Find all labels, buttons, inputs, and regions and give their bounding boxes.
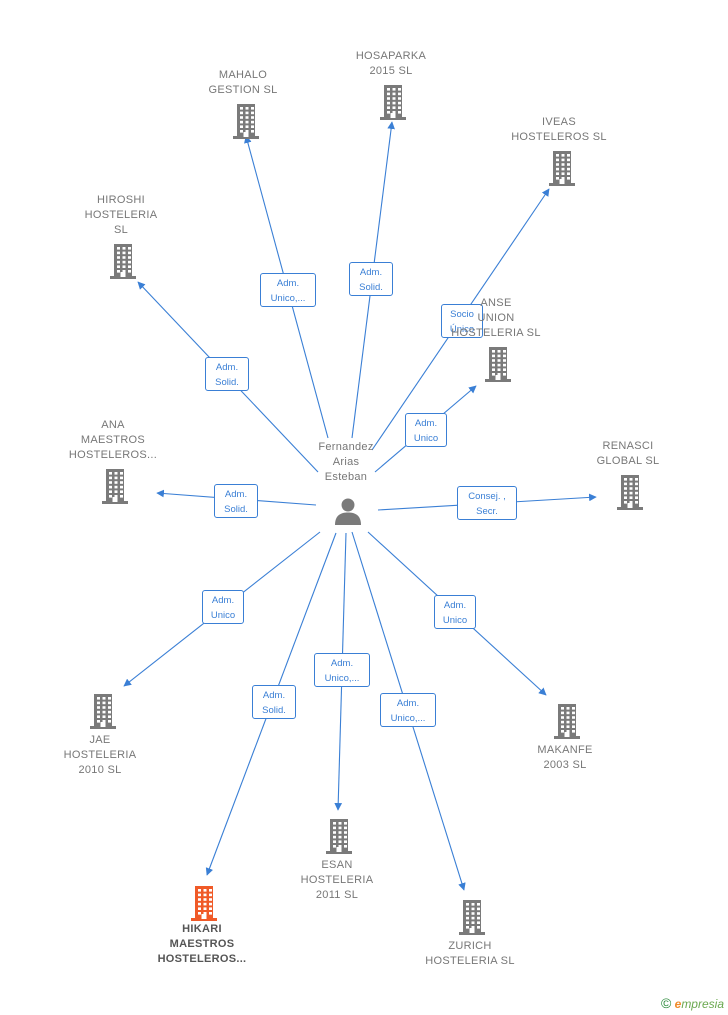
relation-label-esan[interactable]: Adm. Unico,... [314, 653, 370, 687]
brand-name: mpresia [681, 997, 724, 1011]
building-icon[interactable] [88, 693, 118, 729]
company-label-makanfe[interactable]: MAKANFE 2003 SL [537, 744, 593, 771]
relation-label-makanfe[interactable]: Adm. Unico [434, 595, 476, 629]
company-label-hiroshi[interactable]: HIROSHI HOSTELERIA SL [84, 194, 158, 236]
company-label-mahalo[interactable]: MAHALO GESTION SL [208, 69, 278, 96]
relation-label-hosaparka[interactable]: Adm. Solid. [349, 262, 393, 296]
relation-label-renasci[interactable]: Consej. , Secr. [457, 486, 517, 520]
building-icon[interactable] [615, 474, 645, 510]
building-icon[interactable] [108, 243, 138, 279]
relation-label-mahalo[interactable]: Adm. Unico,... [260, 273, 316, 307]
company-label-esan[interactable]: ESAN HOSTELERIA 2011 SL [300, 859, 374, 901]
building-icon[interactable] [547, 150, 577, 186]
building-icon[interactable] [189, 885, 219, 921]
relation-label-hiroshi[interactable]: Adm. Solid. [205, 357, 249, 391]
building-icon[interactable] [552, 703, 582, 739]
relation-label-anse[interactable]: Adm. Unico [405, 413, 447, 447]
company-label-iveas[interactable]: IVEAS HOSTELEROS SL [511, 116, 607, 143]
relation-label-jae[interactable]: Adm. Unico [202, 590, 244, 624]
building-icon[interactable] [378, 84, 408, 120]
company-label-anse[interactable]: ANSE UNION HOSTELERIA SL [451, 297, 541, 339]
company-label-ana[interactable]: ANA MAESTROS HOSTELEROS... [68, 419, 158, 461]
person-icon[interactable] [333, 496, 363, 526]
relation-label-iveas[interactable]: Socio Único [441, 304, 483, 338]
company-label-hikari[interactable]: HIKARI MAESTROS HOSTELEROS... [157, 923, 247, 965]
person-label[interactable]: Fernandez Arias Esteban [318, 441, 374, 483]
company-label-hosaparka[interactable]: HOSAPARKA 2015 SL [355, 50, 427, 77]
relation-label-ana[interactable]: Adm. Solid. [214, 484, 258, 518]
brand-initial: e [674, 997, 682, 1011]
relation-label-zurich[interactable]: Adm. Unico,... [380, 693, 436, 727]
building-icon[interactable] [483, 346, 513, 382]
copyright-symbol: © [660, 995, 672, 1011]
building-icon[interactable] [231, 103, 261, 139]
relation-label-hikari[interactable]: Adm. Solid. [252, 685, 296, 719]
building-icon[interactable] [100, 468, 130, 504]
company-label-renasci[interactable]: RENASCI GLOBAL SL [596, 440, 660, 467]
building-icon[interactable] [457, 899, 487, 935]
company-label-zurich[interactable]: ZURICH HOSTELERIA SL [425, 940, 515, 967]
company-label-jae[interactable]: JAE HOSTELERIA 2010 SL [63, 734, 137, 776]
footer-brand: © empresia [661, 995, 724, 1011]
building-icon[interactable] [324, 818, 354, 854]
